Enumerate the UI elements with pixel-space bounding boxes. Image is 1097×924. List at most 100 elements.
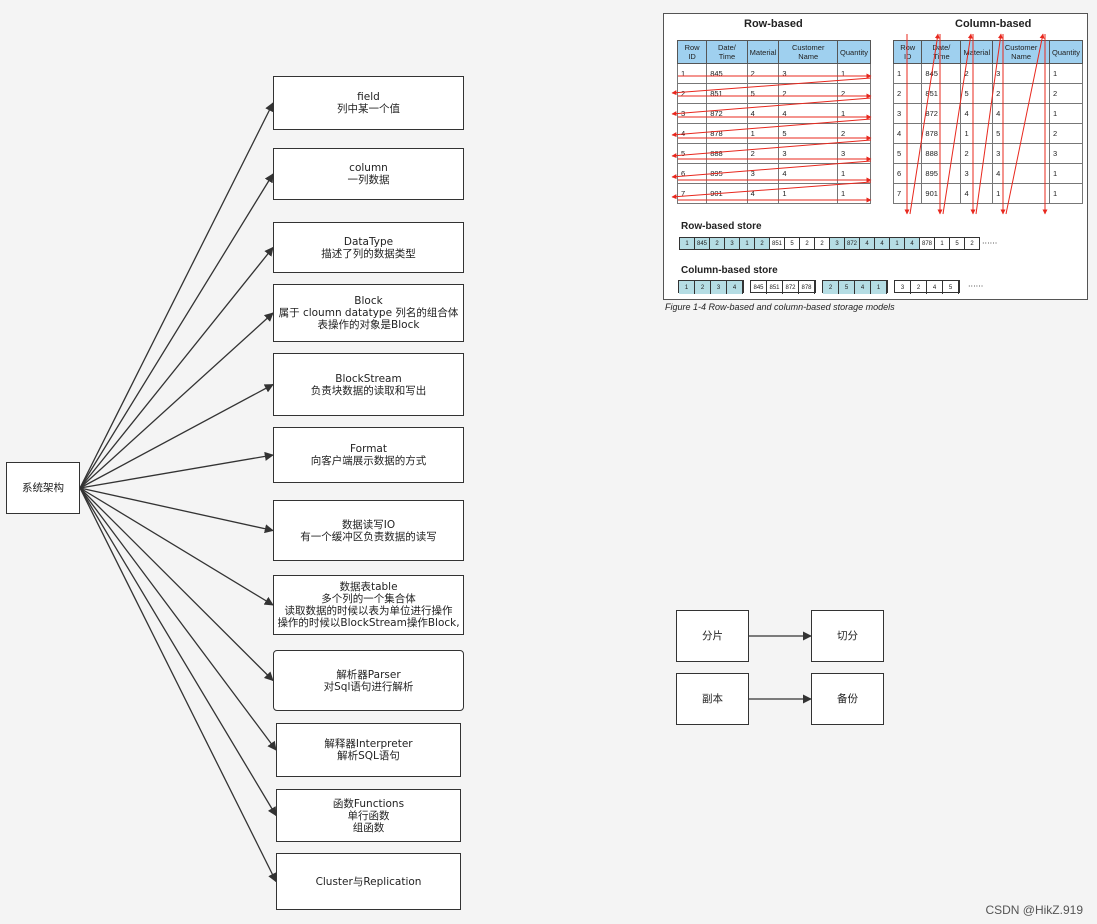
edge-root-to-parser bbox=[79, 487, 274, 682]
node-replica[interactable]: 副本 bbox=[676, 673, 749, 725]
row-store-ellipsis: ······ bbox=[982, 239, 998, 248]
node-field-line: 列中某一个值 bbox=[337, 103, 400, 115]
node-backup-label: 备份 bbox=[837, 693, 858, 705]
row-wrap-arrow bbox=[671, 160, 872, 180]
row-table-header: Material bbox=[746, 40, 780, 64]
node-replica-label: 副本 bbox=[702, 693, 723, 705]
node-sharding[interactable]: 分片 bbox=[676, 610, 749, 662]
column-store-cell: 4 bbox=[855, 281, 871, 294]
row-table-header: Date/ Time bbox=[706, 40, 748, 64]
node-io-line: 有一个缓冲区负责数据的读写 bbox=[300, 530, 437, 543]
node-column-line: column bbox=[349, 162, 388, 174]
node-blockstream-line: 负责块数据的读取和写出 bbox=[310, 384, 427, 397]
node-split-label: 切分 bbox=[837, 630, 858, 642]
node-datatype-line: DataType bbox=[343, 235, 394, 248]
column-store-cell: 845 bbox=[751, 281, 767, 294]
node-interpreter-line: 解析SQL语句 bbox=[337, 750, 400, 762]
node-cluster[interactable]: Cluster与Replication bbox=[276, 853, 461, 910]
node-block-line: Block bbox=[354, 295, 383, 307]
row-store-cell: 1 bbox=[889, 237, 905, 250]
node-table-line: 读取数据的时候以表为单位进行操作 bbox=[284, 605, 453, 617]
column-store-cell: 3 bbox=[895, 281, 911, 294]
watermark: CSDN @HikZ.919 bbox=[985, 903, 1083, 917]
node-backup[interactable]: 备份 bbox=[811, 673, 884, 725]
row-store-cell: 2 bbox=[754, 237, 770, 250]
column-store-cell: 851 bbox=[767, 281, 783, 294]
row-wrap-arrow bbox=[671, 97, 872, 117]
node-io-line: 数据读写IO bbox=[341, 518, 396, 531]
column-store-cell: 2 bbox=[695, 281, 711, 294]
figure-caption: Figure 1-4 Row-based and column-based st… bbox=[665, 302, 895, 312]
column-wrap-arrow bbox=[942, 33, 973, 215]
row-table-header: Customer Name bbox=[778, 40, 839, 64]
node-functions-line: 组函数 bbox=[352, 821, 385, 834]
row-table-cell: 4 bbox=[746, 183, 780, 204]
column-store-cell: 878 bbox=[799, 281, 815, 294]
node-functions-line: 单行函数 bbox=[347, 809, 390, 822]
row-table-header: Row ID bbox=[676, 40, 708, 64]
node-blockstream-line: BlockStream bbox=[335, 372, 402, 385]
edge-root-to-table bbox=[79, 487, 274, 606]
node-datatype-line: 描述了列的数据类型 bbox=[321, 247, 416, 260]
column-store-cell: 2 bbox=[911, 281, 927, 294]
node-column-line: 一列数据 bbox=[347, 174, 390, 186]
edge-root-to-block bbox=[79, 312, 274, 489]
node-format-line: Format bbox=[349, 443, 387, 455]
node-block-line: 属于 cloumn datatype 列名的组合体 bbox=[278, 307, 459, 319]
node-table-line: 操作的时候以BlockStream操作Block, bbox=[277, 617, 460, 629]
edge-root-to-io bbox=[79, 487, 274, 534]
column-store-title: Column-based store bbox=[681, 265, 778, 276]
row-store-cell: 3 bbox=[724, 237, 740, 250]
row-store-cell: 1 bbox=[934, 237, 950, 250]
row-store-cell: 3 bbox=[829, 237, 845, 250]
row-wrap-arrow bbox=[671, 118, 872, 138]
node-split[interactable]: 切分 bbox=[811, 610, 884, 662]
node-parser-line: 解析器Parser bbox=[336, 668, 401, 681]
node-functions-line: 函数Functions bbox=[332, 797, 405, 810]
row-table-header: Quantity bbox=[837, 40, 871, 64]
row-store-cell: 5 bbox=[784, 237, 800, 250]
row-store-cell: 4 bbox=[859, 237, 875, 250]
column-wrap-arrow bbox=[909, 33, 940, 215]
column-wrap-arrow bbox=[975, 33, 1003, 215]
root-node-system-architecture[interactable]: 系统架构 bbox=[6, 462, 80, 514]
row-table-cell: 1 bbox=[837, 183, 871, 204]
col-table-cell: 901 bbox=[921, 183, 962, 204]
row-wrap-arrow bbox=[671, 181, 872, 200]
column-store-cell: 1 bbox=[679, 281, 695, 294]
col-table-cell: 7 bbox=[892, 183, 923, 204]
row-store-cell: 1 bbox=[739, 237, 755, 250]
edge-root-to-functions bbox=[79, 487, 277, 817]
column-store-cell: 4 bbox=[727, 281, 743, 294]
node-table-line: 多个列的一个集合体 bbox=[321, 593, 416, 605]
node-interpreter-line: 解释器Interpreter bbox=[324, 738, 413, 750]
column-store-ellipsis: ······ bbox=[968, 282, 984, 291]
column-based-title: Column-based bbox=[955, 18, 1032, 30]
node-cluster-line: Cluster与Replication bbox=[315, 875, 422, 888]
col-table-cell: 1 bbox=[1049, 183, 1083, 204]
column-wrap-arrow bbox=[1005, 33, 1045, 215]
column-store-cell: 5 bbox=[839, 281, 855, 294]
node-format-line: 向客户端展示数据的方式 bbox=[310, 455, 427, 467]
